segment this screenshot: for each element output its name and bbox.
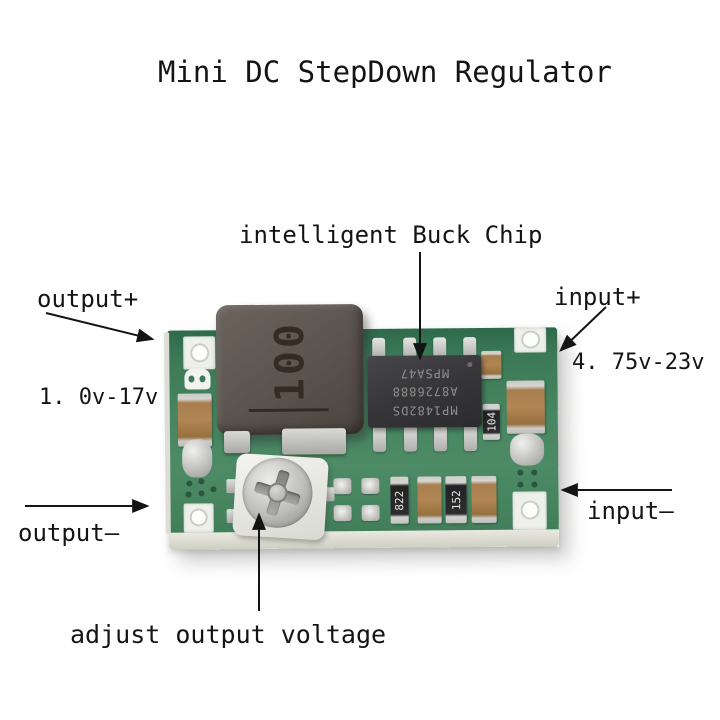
manufacturer-logo <box>184 368 211 390</box>
chip-pin <box>463 425 478 452</box>
resistor-152: 152 <box>445 476 467 524</box>
resistor-822: 822 <box>390 476 409 524</box>
via-dot <box>198 478 205 485</box>
output-plus-arrow <box>45 312 155 343</box>
via-dot <box>517 469 524 476</box>
pcb-bottom-edge <box>168 529 559 550</box>
capacitor-104: 104 <box>482 403 501 440</box>
solder-pad <box>361 477 380 495</box>
mounting-pad-bottom-right <box>512 491 547 530</box>
pcb-module: 104 100 MP1482DS A8726888 MPSA47 <box>164 303 559 550</box>
label-adjust-output-voltage: adjust output voltage <box>70 620 387 649</box>
label-buck-chip: intelligent Buck Chip <box>239 221 543 249</box>
label-output-voltage-range: 1. 0v-17v <box>39 385 159 410</box>
via-dot <box>531 469 538 476</box>
mounting-hole <box>189 508 208 527</box>
chip-marking-line2: A8726888 <box>391 384 458 400</box>
inductor-clip <box>223 430 251 454</box>
chip-pin <box>403 425 418 452</box>
mounting-hole <box>520 500 540 520</box>
chip-pin <box>433 425 448 452</box>
via-dot <box>185 491 192 498</box>
via-dot <box>517 481 524 488</box>
via-dot <box>198 490 205 497</box>
chip-marking-line1: MP1482DS <box>391 403 458 418</box>
resistor-marking: 152 <box>449 489 463 510</box>
label-input-voltage-range: 4. 75v-23v <box>572 350 705 375</box>
solder-pad <box>333 505 352 522</box>
potentiometer-screw-center <box>267 482 288 503</box>
solder-pad <box>361 504 380 522</box>
label-input: input— <box>587 497 674 525</box>
input-plus-arrow <box>559 306 607 352</box>
chip-pin <box>372 425 387 452</box>
via-dot <box>210 486 217 493</box>
solder-pad <box>333 478 352 495</box>
mounting-hole <box>521 330 541 349</box>
inductor-clip <box>281 428 347 455</box>
capacitor-marking: 104 <box>484 411 498 432</box>
input-capacitor <box>506 380 545 434</box>
capacitor <box>471 475 497 524</box>
solder-joint <box>509 433 545 466</box>
solder-joint <box>182 439 213 478</box>
capacitor <box>417 476 442 524</box>
mounting-pad-top-left <box>183 336 216 370</box>
label-output: output— <box>18 519 120 547</box>
page-title: Mini DC StepDown Regulator <box>158 55 612 89</box>
small-capacitor <box>481 350 502 379</box>
chip-marking-line3: MPSA47 <box>399 365 450 381</box>
inductor-underline <box>248 408 329 412</box>
via-dot <box>531 481 538 488</box>
inductor-marking: 100 <box>266 320 314 403</box>
inductor: 100 <box>215 303 364 436</box>
mounting-pad-bottom-left <box>183 503 214 533</box>
mounting-pad-top-right <box>514 327 547 353</box>
mounting-hole <box>190 343 210 363</box>
label-output-plus: output+ <box>37 285 139 313</box>
resistor-marking: 822 <box>392 490 407 511</box>
chip-marking: MP1482DS A8726888 MPSA47 <box>367 355 482 428</box>
label-input-plus: input+ <box>554 283 641 311</box>
via-dot <box>186 480 193 487</box>
buck-chip: MP1482DS A8726888 MPSA47 <box>367 354 482 428</box>
